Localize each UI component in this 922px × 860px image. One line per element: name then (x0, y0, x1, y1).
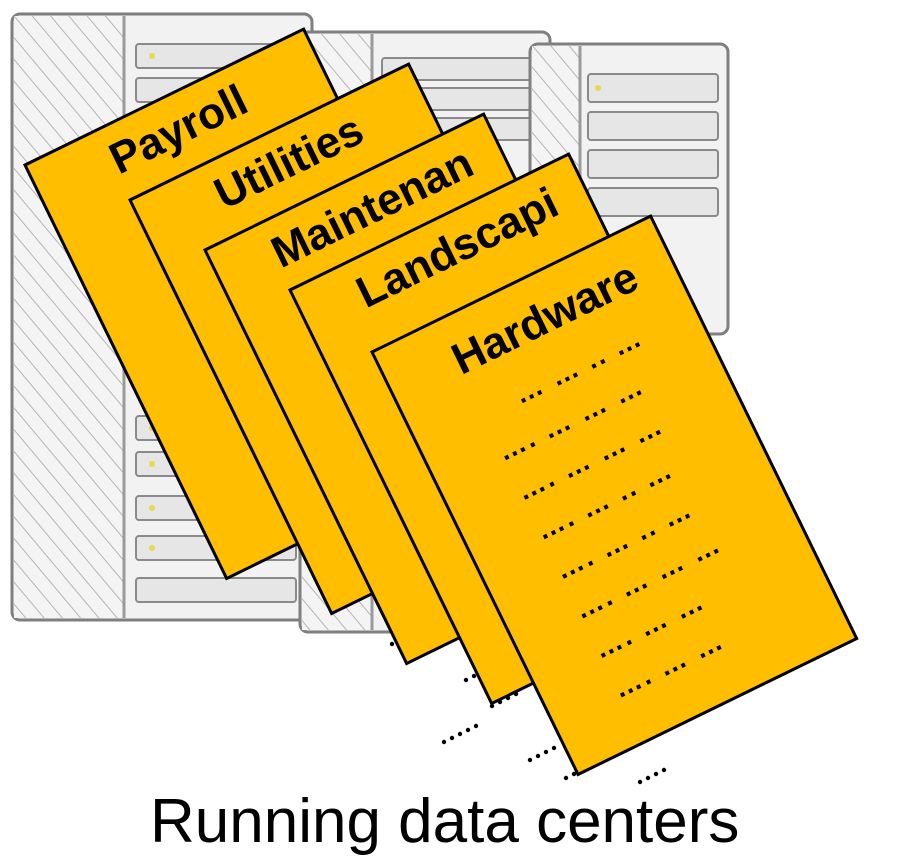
caption: Running data centers (150, 787, 739, 856)
